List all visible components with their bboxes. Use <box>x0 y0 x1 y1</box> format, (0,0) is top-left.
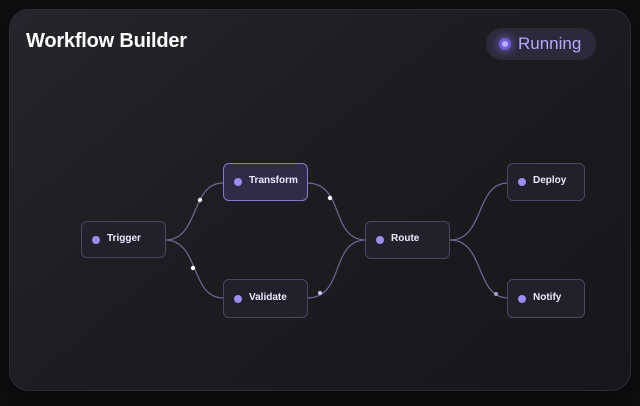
edge-packet-3 <box>327 195 333 201</box>
edge-route-notify <box>449 239 509 299</box>
status-label: Running <box>518 34 582 53</box>
node-notify[interactable]: Notify <box>507 279 585 318</box>
edge-transform-route <box>306 182 367 241</box>
edge-packet-2 <box>190 265 196 271</box>
node-trigger[interactable]: Trigger <box>81 221 166 258</box>
node-status-dot-icon <box>518 295 526 303</box>
node-label: Transform <box>249 175 298 186</box>
node-label: Trigger <box>107 233 141 244</box>
node-status-dot-icon <box>92 236 100 244</box>
edge-trigger-transform <box>164 182 224 241</box>
node-route[interactable]: Route <box>365 221 450 259</box>
node-validate[interactable]: Validate <box>223 279 308 318</box>
node-status-dot-icon <box>234 178 242 186</box>
status-badge: Running <box>486 28 596 60</box>
node-transform[interactable]: Transform <box>223 163 308 201</box>
node-deploy[interactable]: Deploy <box>507 163 585 201</box>
edge-packet-1 <box>197 197 203 203</box>
node-label: Validate <box>249 292 287 303</box>
edge-packet-4 <box>318 291 322 295</box>
status-indicator-icon <box>499 38 511 50</box>
node-label: Route <box>391 233 420 244</box>
edge-packet-5 <box>494 292 498 296</box>
node-label: Notify <box>533 292 562 303</box>
node-label: Deploy <box>533 175 567 186</box>
node-status-dot-icon <box>518 178 526 186</box>
edge-validate-route <box>306 239 367 299</box>
page-title: Workflow Builder <box>26 30 187 52</box>
node-status-dot-icon <box>376 236 384 244</box>
node-status-dot-icon <box>234 295 242 303</box>
edge-route-deploy <box>449 182 509 241</box>
